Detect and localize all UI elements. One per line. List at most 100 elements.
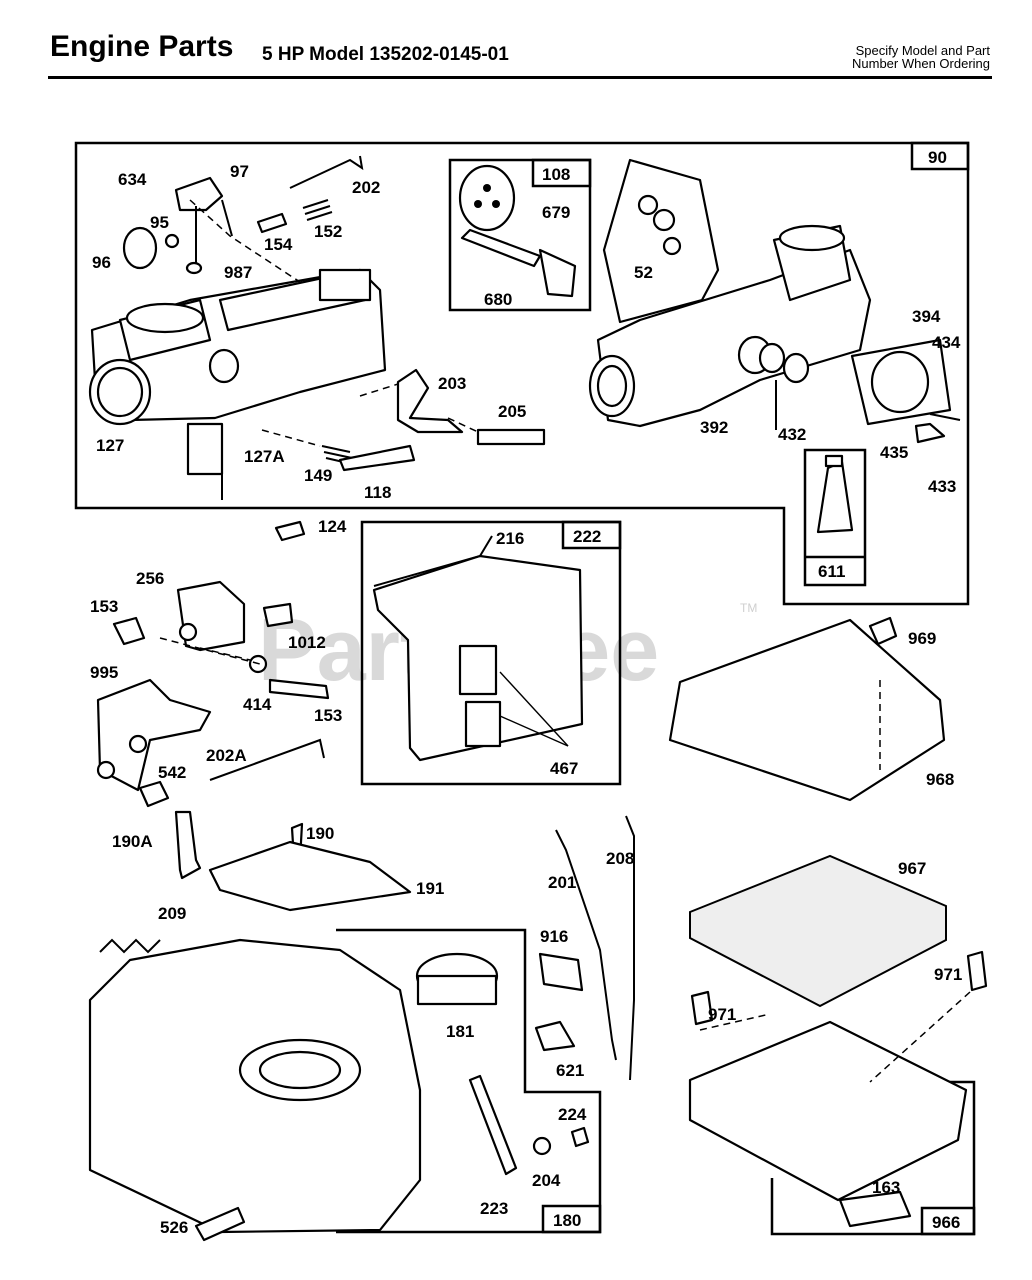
part-label-202: 202: [352, 178, 380, 197]
part-label-223: 223: [480, 1199, 508, 1218]
part-label-205: 205: [498, 402, 526, 421]
part-label-163: 163: [872, 1178, 900, 1197]
part-label-1012: 1012: [288, 633, 326, 652]
part-label-118: 118: [364, 483, 391, 502]
part-label-968: 968: [926, 770, 954, 789]
part-label-679: 679: [542, 203, 570, 222]
part-label-204: 204: [532, 1171, 561, 1190]
part-label-209: 209: [158, 904, 186, 923]
part-label-967: 967: [898, 859, 926, 878]
ordering-note: Specify Model and Part Number When Order…: [852, 44, 990, 70]
needle-118: [338, 444, 416, 472]
screw-190A: [174, 810, 202, 880]
bracket-995: [96, 678, 212, 792]
link-201: [555, 829, 617, 1061]
carburetor-left: [88, 268, 387, 500]
part-label-191: 191: [416, 879, 444, 898]
page-title: Engine Parts: [50, 30, 234, 63]
part-label-916: 916: [540, 927, 568, 946]
part-label-124: 124: [318, 517, 347, 536]
part-label-634: 634: [118, 170, 147, 189]
part-label-680: 680: [484, 290, 512, 309]
part-label-434: 434: [932, 333, 961, 352]
ordering-note-line1: Specify Model and Part: [855, 43, 990, 58]
throttle-valve-108: [458, 164, 516, 232]
box-108-label: 108: [542, 165, 570, 184]
gasket-163: [838, 1190, 912, 1228]
spring-152: [302, 199, 333, 221]
part-label-392: 392: [700, 418, 728, 437]
part-label-987: 987: [224, 263, 252, 282]
washer-204: [532, 1136, 552, 1156]
part-label-201: 201: [548, 873, 576, 892]
box-966: [920, 1206, 976, 1236]
part-916: [538, 952, 584, 992]
part-label-432: 432: [778, 425, 806, 444]
throttle-shaft: [396, 368, 546, 446]
part-621: [534, 1020, 576, 1052]
choke-valve: [122, 226, 158, 270]
box-90-label: 90: [928, 148, 947, 167]
pin-433: [929, 413, 961, 421]
part-label-127A: 127A: [244, 447, 285, 466]
ordering-note-line2: Number When Ordering: [852, 56, 990, 71]
part-label-467: 467: [550, 759, 578, 778]
part-label-96: 96: [92, 253, 111, 272]
gasket-52: [602, 158, 720, 324]
screw-435: [914, 422, 946, 444]
box-966-label: 966: [932, 1213, 960, 1232]
kit-222-frame: [360, 520, 622, 786]
bolt-971-left: [690, 990, 714, 1026]
box-180-label: 180: [553, 1211, 581, 1230]
part-label-971-right: 971: [934, 965, 962, 984]
box-611-label: 611: [818, 562, 845, 581]
link-202A: [209, 738, 325, 781]
shaft-679: [460, 228, 542, 268]
screw-95: [164, 233, 180, 249]
box-222: [561, 520, 622, 550]
part-label-414: 414: [243, 695, 272, 714]
part-label-208: 208: [606, 849, 634, 868]
clip-1012: [262, 602, 294, 628]
screw-224: [570, 1126, 590, 1148]
part-label-190A: 190A: [112, 832, 153, 851]
ring-392: [758, 342, 786, 374]
part-label-149: 149: [304, 466, 332, 485]
part-label-542: 542: [158, 763, 186, 782]
nut-153: [112, 616, 146, 646]
ring-432: [782, 352, 810, 384]
header-rule: [48, 76, 992, 79]
part-label-52: 52: [634, 263, 653, 282]
nut-542: [138, 780, 170, 808]
filter-967: [689, 854, 947, 1008]
part-label-152: 152: [314, 222, 342, 241]
part-label-95: 95: [150, 213, 169, 232]
part-label-224: 224: [558, 1105, 587, 1124]
bolt-971-right: [966, 950, 988, 992]
bolt-153: [268, 678, 330, 700]
choke-shaft: [174, 176, 233, 275]
screw-124: [274, 520, 306, 542]
box-180: [541, 1204, 602, 1234]
watermark-tm: TM: [740, 601, 757, 615]
base-966: [688, 1020, 968, 1202]
filter-611: [816, 460, 854, 534]
part-label-127: 127: [96, 436, 124, 455]
screw-154: [256, 212, 288, 234]
kit-611-frame: [803, 448, 867, 587]
part-label-97: 97: [230, 162, 249, 181]
gasket-191: [208, 840, 412, 912]
screw-969: [868, 616, 898, 646]
part-label-995: 995: [90, 663, 118, 682]
part-label-526: 526: [160, 1218, 188, 1237]
part-label-394: 394: [912, 307, 941, 326]
part-label-433: 433: [928, 477, 956, 496]
part-label-621: 621: [556, 1061, 584, 1080]
part-label-971-left: 971: [708, 1005, 736, 1024]
box-90: [910, 141, 970, 171]
lever-223: [468, 1074, 518, 1176]
part-label-153-top: 153: [90, 597, 118, 616]
kit-108-frame: [448, 158, 592, 312]
part-label-154: 154: [264, 235, 293, 254]
part-label-190: 190: [306, 824, 334, 843]
